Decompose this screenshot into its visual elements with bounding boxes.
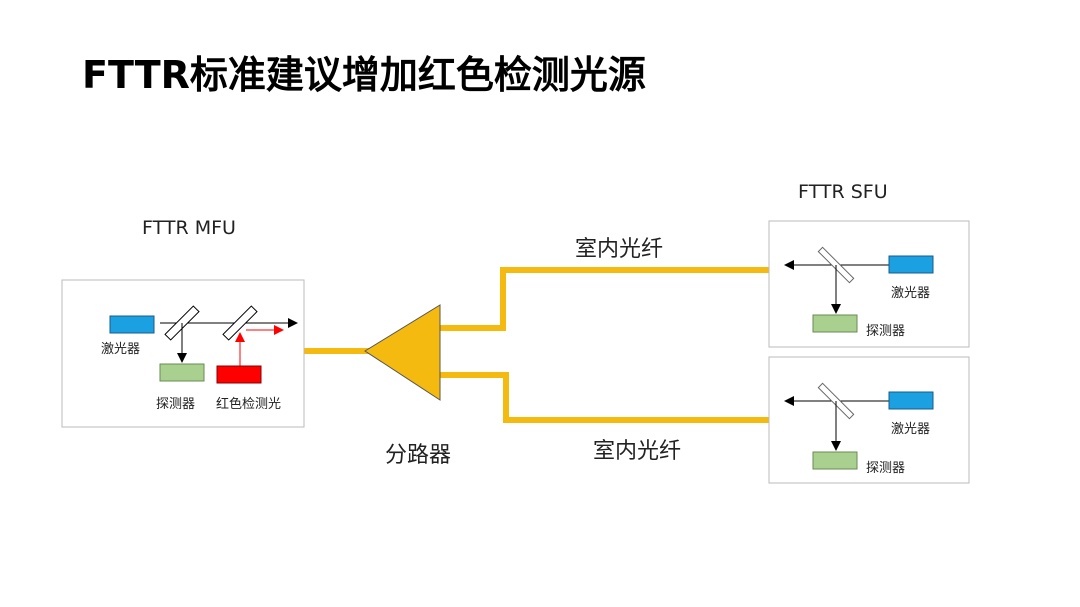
fiber-lines bbox=[304, 267, 772, 423]
mfu-red-source-label: 红色检测光 bbox=[216, 396, 281, 412]
sfu-1-detector-label: 探测器 bbox=[866, 324, 905, 339]
fiber-bottom-label: 室内光纤 bbox=[593, 439, 681, 464]
sfu-2-detector bbox=[812, 451, 858, 470]
mfu-mirror-2 bbox=[222, 305, 258, 341]
sfu-label: FTTR SFU bbox=[798, 181, 888, 203]
sfu-2-laser-label: 激光器 bbox=[891, 422, 930, 437]
mfu-red-source bbox=[216, 365, 262, 384]
sfu-2-detector-label: 探测器 bbox=[866, 461, 905, 476]
sfu-unit-1: 激光器 探测器 bbox=[768, 220, 970, 348]
mfu-laser-label: 激光器 bbox=[101, 342, 140, 357]
splitter-label: 分路器 bbox=[385, 443, 451, 468]
page-title: FTTR标准建议增加红色检测光源 bbox=[82, 53, 646, 97]
mfu-label: FTTR MFU bbox=[142, 217, 236, 239]
fiber-top-label: 室内光纤 bbox=[575, 237, 663, 262]
mfu-detector bbox=[159, 363, 205, 382]
sfu-2-laser bbox=[888, 391, 934, 410]
fiber-top bbox=[438, 267, 772, 331]
mfu-laser bbox=[109, 315, 155, 334]
sfu-unit-2: 激光器 探测器 bbox=[768, 356, 970, 484]
sfu-1-detector bbox=[812, 314, 858, 333]
fiber-bottom bbox=[438, 372, 772, 423]
sfu-1-laser bbox=[888, 255, 934, 274]
sfu-1-box bbox=[768, 220, 970, 348]
sfu-1-laser-label: 激光器 bbox=[891, 286, 930, 301]
mfu-detector-label: 探测器 bbox=[156, 397, 195, 412]
sfu-2-box bbox=[768, 356, 970, 484]
mfu-unit: FTTR MFU 激光器 探测器 红色检测光 bbox=[61, 217, 305, 428]
splitter-icon bbox=[364, 304, 441, 401]
